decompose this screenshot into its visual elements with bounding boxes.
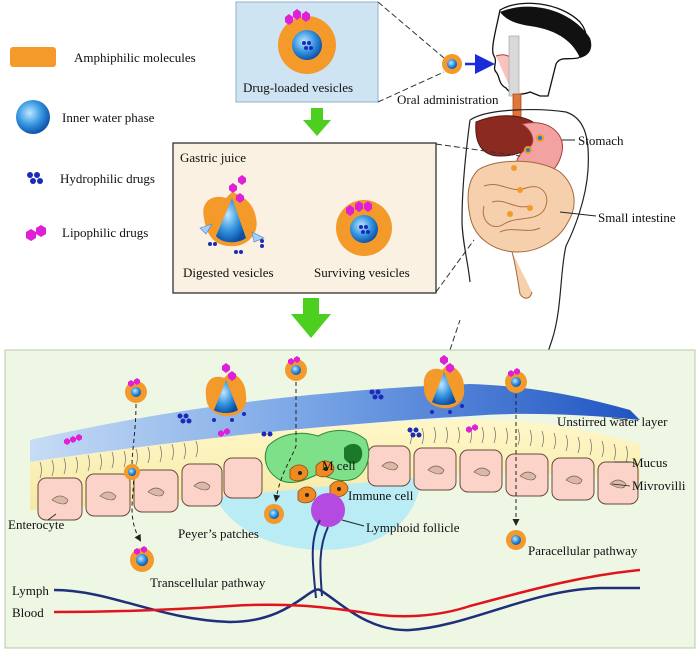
lumen-vesicle-3 [505, 368, 527, 393]
green-arrow-down-2 [291, 298, 331, 338]
enterocyte-pointer [47, 513, 57, 521]
peyers-patches-label: Peyer’s patches [178, 526, 259, 541]
blood-label: Blood [12, 605, 44, 620]
small-intestine-pointer [559, 211, 597, 217]
transcellular-path-arrow [131, 403, 141, 542]
lymph-vessel-branch [319, 526, 329, 597]
drug-loaded-vesicle-icon [278, 9, 336, 74]
lymphoid-follicle-label: Lymphoid follicle [366, 520, 460, 535]
paracellular-vesicle [506, 530, 526, 550]
stomach-label: Stomach [578, 133, 624, 148]
legend-water-label: Inner water phase [62, 110, 155, 125]
green-arrow-down-1 [303, 108, 331, 136]
m-cell-label: M cell [322, 458, 356, 473]
transcellular-pathway-label: Transcellular pathway [150, 575, 266, 590]
mucus-label: Mucus [632, 455, 668, 470]
free-lipophilic-drugs [64, 424, 478, 445]
gastric-zoom-line-bottom [435, 239, 475, 293]
lumen-digested-vesicle-1 [205, 363, 247, 422]
lymph-label: Lymph [12, 583, 49, 598]
legend-lipophilic-icon [26, 225, 46, 241]
digested-vesicle-icon [199, 175, 265, 254]
peyers-vesicle [264, 504, 284, 524]
oral-administration-label: Oral administration [397, 92, 499, 107]
m-cell-entry-arrow [273, 382, 297, 502]
transcellular-vesicle [130, 546, 154, 572]
gastric-juice-title: Gastric juice [180, 150, 247, 165]
microvilli-label: Mivrovilli [632, 478, 686, 493]
free-hydrophilic-drugs [177, 389, 422, 438]
legend-water-swatch [16, 100, 50, 134]
lymphoid-follicle [311, 493, 345, 527]
immune-cell-cores [298, 467, 341, 497]
drug-loaded-vesicles-label: Drug-loaded vesicles [243, 80, 354, 95]
small-intestine-label: Small intestine [598, 210, 676, 225]
digested-vesicles-label: Digested vesicles [183, 265, 274, 280]
lumen-vesicle-2 [285, 356, 307, 381]
human-anatomy-illustration [461, 2, 592, 353]
lymphoid-pointer [341, 519, 365, 527]
legend-amphiphilic-swatch [10, 47, 56, 67]
unstirred-water-layer-label: Unstirred water layer [557, 414, 668, 429]
immune-cell-label: Immune cell [348, 488, 414, 503]
oral-vesicle-icon [442, 54, 462, 74]
unstirred-water-layer [30, 384, 640, 462]
zoom-line-top [377, 1, 445, 59]
intestine-zoom-line [449, 319, 461, 351]
legend-amphiphilic-label: Amphiphilic molecules [74, 50, 196, 65]
legend-hydrophilic-label: Hydrophilic drugs [60, 171, 155, 186]
paracellular-pathway-label: Paracellular pathway [528, 543, 638, 558]
zoom-line-bottom [377, 71, 445, 103]
surviving-vesicle-icon [336, 200, 392, 256]
legend-hydrophilic-icon [27, 172, 43, 184]
m-cell-nucleus [344, 443, 363, 464]
microvilli-pointer [611, 483, 631, 487]
lymph-vessel-branch-2 [311, 519, 321, 599]
gastric-zoom-line-top [435, 143, 521, 157]
enterocyte-label: Enterocyte [8, 517, 65, 532]
unstirred-pointer [611, 417, 629, 421]
cell-nuclei [51, 461, 627, 505]
lumen-digested-vesicle-2 [423, 355, 465, 414]
blood-line [53, 568, 641, 618]
lumen-vesicle-1 [125, 378, 147, 403]
legend-lipophilic-label: Lipophilic drugs [62, 225, 149, 240]
intracellular-vesicle [124, 464, 140, 480]
lymph-line [53, 586, 640, 632]
surviving-vesicles-label: Surviving vesicles [314, 265, 410, 280]
